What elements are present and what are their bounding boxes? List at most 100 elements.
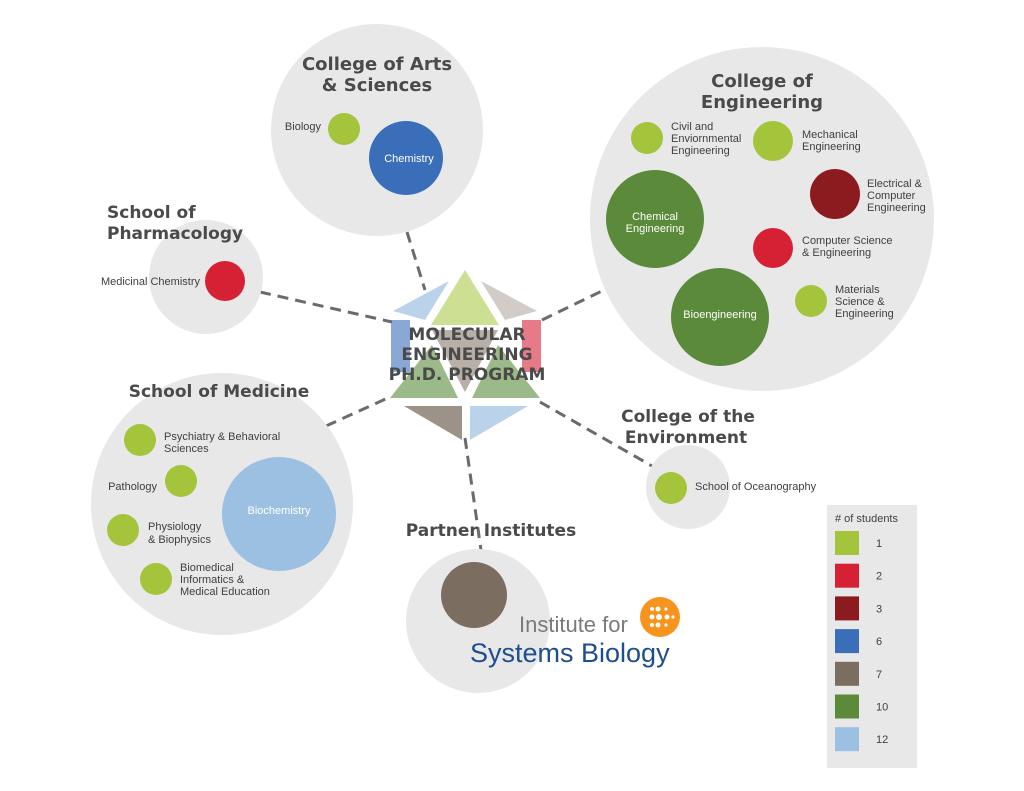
- legend-swatch-2: [835, 563, 859, 588]
- isb-logo-line2: Systems Biology: [470, 638, 670, 668]
- legend-label-12: 12: [876, 734, 888, 746]
- legend-label-2: 2: [876, 571, 882, 583]
- cluster-arts: College of Arts & Sciences Biology Chemi…: [285, 54, 452, 195]
- label-electrical-line1: Electrical &: [867, 178, 923, 190]
- legend-label-3: 3: [876, 603, 882, 615]
- legend-label-1: 1: [876, 538, 882, 550]
- bubble-materials-science: [795, 285, 827, 317]
- legend-label-7: 7: [876, 669, 882, 681]
- bubble-biology: [328, 113, 360, 145]
- connector-medicine: [325, 395, 391, 428]
- cluster-pharmacology-title-line1: School of: [107, 203, 196, 223]
- isb-dots-icon: [640, 597, 680, 637]
- label-psychiatry-line1: Psychiatry & Behavioral: [164, 431, 280, 443]
- cluster-pharmacology: School of Pharmacology Medicinal Chemist…: [101, 203, 245, 301]
- bubble-chemical-engineering: [606, 170, 704, 268]
- bubble-computer-science: [753, 228, 793, 268]
- label-cse-line1: Computer Science: [802, 235, 893, 247]
- bubble-physiology: [107, 514, 139, 546]
- bubble-chemistry: [369, 121, 443, 195]
- label-biochemistry: Biochemistry: [248, 505, 311, 517]
- center-program-logo: MOLECULAR ENGINEERING PH.D. PROGRAM: [389, 270, 546, 440]
- center-tri-bottom-right: [472, 345, 540, 398]
- center-tri-top-left: [393, 281, 449, 320]
- label-materials-line1: Materials: [835, 284, 880, 296]
- label-electrical-line3: Engineering: [867, 202, 926, 214]
- center-tri-lower-left: [404, 406, 462, 440]
- label-mechanical-line1: Mechanical: [802, 129, 858, 141]
- bubble-electrical-computer-engineering: [810, 169, 860, 219]
- label-informatics-line1: Biomedical: [180, 562, 234, 574]
- label-pathology: Pathology: [108, 481, 157, 493]
- label-bioengineering: Bioengineering: [683, 309, 756, 321]
- legend-swatch-6: [835, 629, 859, 654]
- cluster-environment: College of the Environment School of Oce…: [621, 407, 817, 504]
- label-chemistry: Chemistry: [384, 153, 434, 165]
- bubble-bioengineering: [671, 268, 769, 366]
- center-title-line2: ENGINEERING: [401, 345, 532, 365]
- cluster-medicine-title: School of Medicine: [129, 382, 310, 402]
- bubble-psychiatry: [124, 424, 156, 456]
- cluster-environment-title-line1: College of the: [621, 407, 755, 427]
- isb-logo-line1: Institute for: [519, 612, 628, 637]
- bubble-medicinal-chemistry: [205, 261, 245, 301]
- connector-engineering: [541, 288, 605, 322]
- center-title-line1: MOLECULAR: [408, 325, 525, 345]
- label-civil-line2: Enviornmental: [671, 133, 741, 145]
- cluster-arts-title-line1: College of Arts: [302, 54, 452, 75]
- legend-swatch-12: [835, 727, 859, 752]
- label-materials-line2: Science &: [835, 296, 885, 308]
- legend-title: # of students: [835, 513, 898, 525]
- bubble-isb: [441, 562, 507, 628]
- center-tri-bottom-left: [390, 345, 458, 398]
- legend-swatch-3: [835, 596, 859, 621]
- label-chemical-line2: Engineering: [626, 223, 685, 235]
- legend-swatch-10: [835, 694, 859, 719]
- cluster-partners: Partner Institutes Institute for Systems…: [406, 521, 680, 668]
- cluster-environment-bg: [646, 445, 730, 529]
- label-mechanical-line2: Engineering: [802, 141, 861, 153]
- connector-pharmacology: [259, 290, 393, 324]
- label-chemical-line1: Chemical: [632, 211, 678, 223]
- label-oceanography: School of Oceanography: [695, 481, 817, 493]
- bubble-oceanography: [655, 472, 687, 504]
- label-psychiatry-line2: Sciences: [164, 443, 209, 455]
- bubble-mechanical-engineering: [753, 121, 793, 161]
- connector-environment: [539, 400, 653, 468]
- legend-swatch-7: [835, 661, 859, 686]
- label-cse-line2: & Engineering: [802, 247, 871, 259]
- cluster-partners-title: Partner Institutes: [406, 521, 576, 541]
- legend-label-6: 6: [876, 636, 882, 648]
- label-medicinal-chemistry: Medicinal Chemistry: [101, 276, 201, 288]
- cluster-pharmacology-title-line2: Pharmacology: [107, 224, 243, 244]
- center-tri-top-right: [481, 281, 537, 320]
- label-biology: Biology: [285, 121, 322, 133]
- center-tri-mid: [432, 330, 498, 392]
- center-title-line3: PH.D. PROGRAM: [389, 365, 546, 385]
- connector-partners: [463, 437, 483, 551]
- connectors: [259, 231, 653, 551]
- cluster-environment-title-line2: Environment: [625, 428, 747, 448]
- label-civil-line1: Civil and: [671, 121, 713, 133]
- label-physiology-line2: & Biophysics: [148, 534, 211, 546]
- label-civil-line3: Engineering: [671, 145, 730, 157]
- legend-label-10: 10: [876, 702, 888, 714]
- bubble-biochemistry: [222, 457, 336, 571]
- bubble-pathology: [165, 465, 197, 497]
- label-materials-line3: Engineering: [835, 308, 894, 320]
- legend-swatch-1: [835, 531, 859, 555]
- cluster-engineering-title-line2: Engineering: [701, 92, 823, 113]
- center-tri-top: [431, 270, 499, 325]
- connector-arts: [405, 231, 427, 291]
- cluster-arts-title-line2: & Sciences: [322, 75, 432, 96]
- center-tri-left: [391, 320, 410, 372]
- cluster-medicine: School of Medicine Psychiatry & Behavior…: [107, 382, 336, 598]
- center-tri-lower-right: [470, 406, 528, 440]
- label-electrical-line2: Computer: [867, 190, 916, 202]
- bubble-biomedical-informatics: [140, 563, 172, 595]
- label-informatics-line3: Medical Education: [180, 586, 270, 598]
- label-informatics-line2: Informatics &: [180, 574, 245, 586]
- label-physiology-line1: Physiology: [148, 521, 202, 533]
